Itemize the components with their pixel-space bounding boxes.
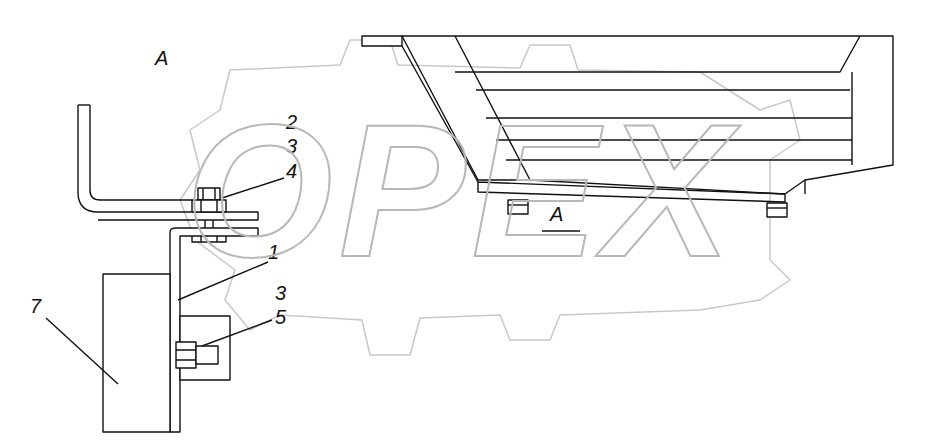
watermark: OPEX [185,95,737,285]
watermark-gear [180,40,800,355]
callout-number: 7 [30,296,41,316]
view-letter: A [155,48,168,68]
callout-number: 5 [275,307,286,327]
callout-number: 3 [275,283,286,303]
